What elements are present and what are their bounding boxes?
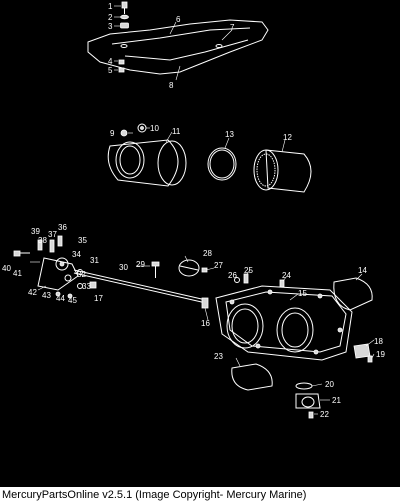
callout-7: 7 <box>230 23 235 32</box>
callout-32: 32 <box>77 270 86 279</box>
callout-44: 44 <box>56 294 65 303</box>
bore-left <box>226 303 264 349</box>
callout-35: 35 <box>78 236 87 245</box>
nut-part-40 <box>13 250 21 257</box>
callout-21: 21 <box>332 396 341 405</box>
washer-part-32 <box>64 274 72 282</box>
cover-part-7 <box>87 19 269 75</box>
spring-part-37 <box>49 239 55 253</box>
nut-part-5 <box>118 67 125 73</box>
callout-1: 1 <box>108 2 113 11</box>
callout-9: 9 <box>110 129 115 138</box>
screw-part-4 <box>118 59 125 65</box>
callout-34: 34 <box>72 250 81 259</box>
callout-41: 41 <box>13 269 22 278</box>
callout-12: 12 <box>283 133 292 142</box>
cover-hole-right <box>215 44 223 48</box>
bushing-part-33 <box>77 283 83 289</box>
housing-opening <box>115 141 145 179</box>
callout-29: 29 <box>136 260 145 269</box>
screw-part-36 <box>57 235 63 247</box>
washer-part-2 <box>120 14 129 20</box>
clamp-ring-part-13 <box>207 147 237 181</box>
screw-part-25 <box>243 273 249 284</box>
callout-38: 38 <box>38 236 47 245</box>
callout-33: 33 <box>82 282 91 291</box>
iac-part-21 <box>295 393 321 409</box>
throttle-body-group <box>136 255 375 419</box>
callout-31: 31 <box>90 256 99 265</box>
callout-19: 19 <box>376 350 385 359</box>
linkage-group <box>13 235 207 304</box>
lever-part-43 <box>37 257 79 291</box>
top-cover-group <box>87 1 269 81</box>
callout-14: 14 <box>358 266 367 275</box>
callout-43: 43 <box>42 291 51 300</box>
pin-part-45 <box>67 293 73 299</box>
callout-labels: 1 2 3 4 5 6 7 8 9 10 11 12 13 14 15 16 1… <box>2 2 385 419</box>
bushing-part-17 <box>89 281 97 289</box>
callout-22: 22 <box>320 410 329 419</box>
callout-2: 2 <box>108 13 113 22</box>
callout-39: 39 <box>31 227 40 236</box>
callout-3: 3 <box>108 22 113 31</box>
spacer-part-16 <box>201 297 209 309</box>
callout-10: 10 <box>150 124 159 133</box>
callout-17: 17 <box>94 294 103 303</box>
cover-crease <box>124 39 249 61</box>
callout-6: 6 <box>176 15 181 24</box>
flame-arrestor-group <box>107 123 312 193</box>
callout-26: 26 <box>228 271 237 280</box>
callout-15: 15 <box>298 289 307 298</box>
gasket-part-14 <box>333 277 373 311</box>
callout-36: 36 <box>58 223 67 232</box>
callout-24: 24 <box>282 271 291 280</box>
callout-40: 40 <box>2 264 11 273</box>
screw-part-39 <box>37 239 43 251</box>
callout-25: 25 <box>244 266 253 275</box>
cover-hole-left <box>120 44 128 48</box>
exploded-parts-diagram: 1 2 3 4 5 6 7 8 9 10 11 12 13 14 15 16 1… <box>2 1 385 419</box>
cover-ridge <box>111 27 251 45</box>
grommet-part-3 <box>120 22 129 29</box>
clip-part-44 <box>55 291 61 297</box>
throttle-plate-part-28 <box>178 259 200 277</box>
screw-part-22 <box>308 411 314 419</box>
callout-23: 23 <box>214 352 223 361</box>
copyright-footer: MercuryPartsOnline v2.5.1 (Image Copyrig… <box>0 487 400 503</box>
callout-27: 27 <box>214 261 223 270</box>
callout-8: 8 <box>169 81 174 90</box>
throttle-shaft-part-30 <box>73 269 207 301</box>
callout-42: 42 <box>28 288 37 297</box>
screw-part-1 <box>121 1 128 9</box>
bore-right <box>276 307 314 353</box>
housing-part-11 <box>107 139 179 187</box>
screw-part-29 <box>151 261 160 267</box>
cam-part-34 <box>55 257 69 271</box>
callout-45: 45 <box>68 296 77 305</box>
screw-part-19 <box>367 355 373 363</box>
callout-20: 20 <box>325 380 334 389</box>
o-ring-part-20 <box>295 382 313 390</box>
callout-16: 16 <box>201 319 210 328</box>
callout-28: 28 <box>203 249 212 258</box>
callout-5: 5 <box>108 66 113 75</box>
callout-37: 37 <box>48 230 57 239</box>
callout-18: 18 <box>374 337 383 346</box>
screw-part-24 <box>279 279 285 288</box>
nut-part-9 <box>120 129 128 137</box>
washer-part-26 <box>234 277 240 283</box>
gasket-part-23 <box>231 363 273 391</box>
callout-11: 11 <box>172 127 181 136</box>
callout-4: 4 <box>108 57 113 66</box>
screen-part-12 <box>265 149 312 193</box>
callout-13: 13 <box>225 130 234 139</box>
callout-30: 30 <box>119 263 128 272</box>
